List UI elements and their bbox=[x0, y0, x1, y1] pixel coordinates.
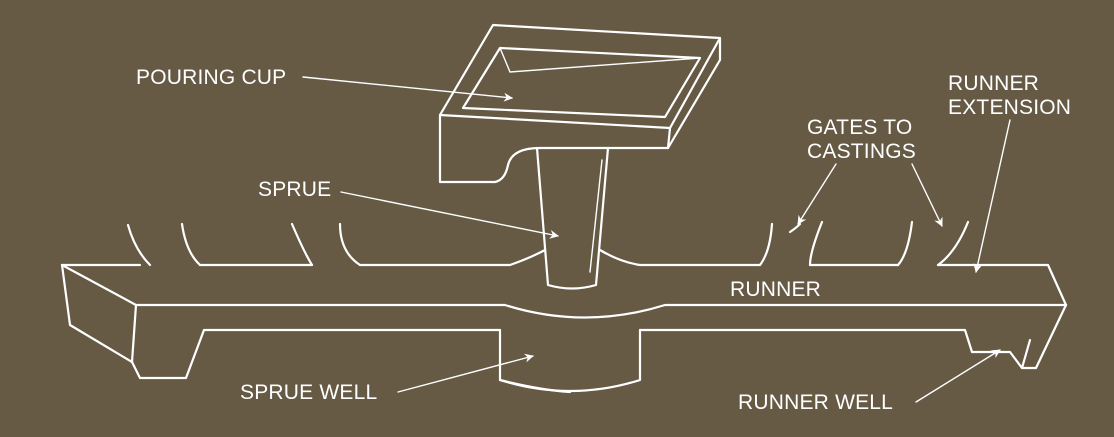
label-runner-extension-line1: RUNNER bbox=[948, 72, 1039, 95]
pouring-cup-arrow bbox=[302, 76, 513, 102]
gate-arrow-left bbox=[797, 163, 837, 225]
label-runner-extension-line2: EXTENSION bbox=[948, 96, 1071, 119]
label-runner-well: RUNNER WELL bbox=[738, 391, 893, 414]
runner-well-shape bbox=[988, 303, 1068, 370]
gate-arrow-right bbox=[911, 163, 943, 227]
label-sprue: SPRUE bbox=[258, 178, 331, 201]
gates bbox=[126, 220, 970, 267]
runner-extension-arrow bbox=[973, 119, 1011, 273]
label-gates-line2: CASTINGS bbox=[807, 140, 916, 163]
label-gates-line1: GATES TO bbox=[807, 116, 912, 139]
runner-bar bbox=[60, 248, 1068, 394]
label-sprue-well: SPRUE WELL bbox=[240, 381, 377, 404]
sprue-arrow bbox=[340, 191, 559, 239]
pouring-cup-shape bbox=[438, 23, 722, 184]
sprue-well-arrow bbox=[397, 353, 534, 393]
sprue-well-shape bbox=[498, 328, 642, 393]
sprue-shape bbox=[535, 146, 610, 290]
label-pouring-cup: POURING CUP bbox=[136, 66, 286, 89]
leaders bbox=[302, 76, 1011, 403]
runner-well-arrow bbox=[915, 349, 1001, 403]
label-runner: RUNNER bbox=[730, 278, 821, 301]
